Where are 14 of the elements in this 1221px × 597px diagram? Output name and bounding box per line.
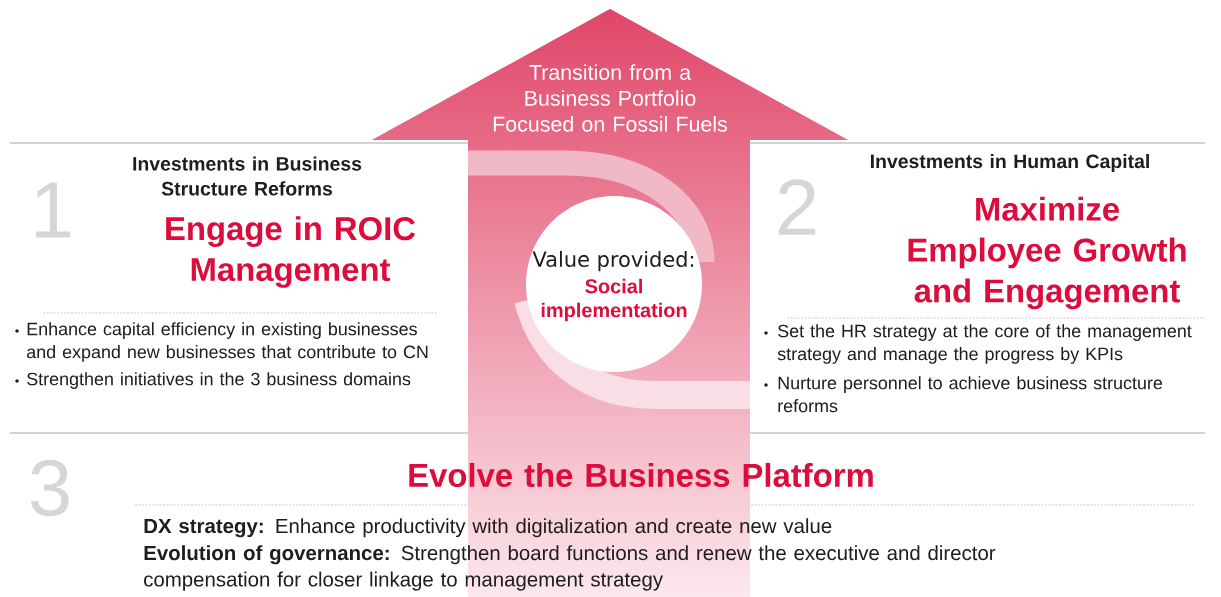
circle-heading: Value provided: (532, 250, 694, 272)
bullet-text: Strengthen initiatives in the 3 business domains (27, 372, 411, 389)
section-title: Engage in ROIC Management (166, 216, 416, 288)
section-title: Evolve the Business Platform (409, 462, 873, 488)
section-subheading: Investments in Business Structure Reforms (133, 156, 362, 196)
arrow-label: Transition from a Business Portfolio Focused on Fossil Fuels (493, 64, 728, 132)
bullet-text: Set the HR strategy at the core of the management strategy and manage the progress by KPIs (777, 324, 1192, 364)
body-text: DX strategy: Enhance productivity with digitalization and create new value (144, 518, 832, 538)
bullet-text: Enhance capital efficiency in existing businesses and expand new businesses that contribute to CN (27, 322, 428, 362)
bullet-text: Nurture personnel to achieve business structure reforms (778, 376, 1163, 413)
section-subheading: Investments in Human Capital (870, 153, 1149, 173)
section-title: Maximize Employee Growth and Engagement (908, 196, 1186, 310)
circle-text: Social implementation (541, 278, 687, 322)
body-text: Evolution of governance: Strengthen board functions and renew the executive and director compensation for closer linkage to management strategy (144, 545, 996, 591)
